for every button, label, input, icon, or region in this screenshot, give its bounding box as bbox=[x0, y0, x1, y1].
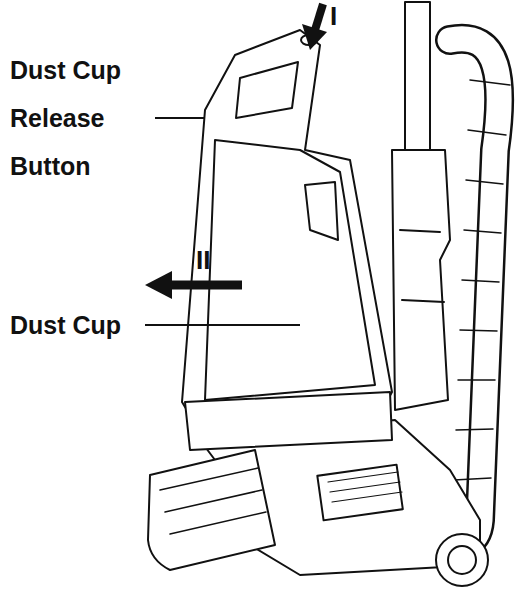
leader-line bbox=[145, 324, 300, 326]
step-number: II bbox=[196, 244, 210, 276]
hose-ribs bbox=[454, 80, 510, 480]
grille bbox=[317, 465, 402, 521]
cup-handle-opening bbox=[236, 62, 298, 118]
cup-panel bbox=[205, 140, 375, 400]
brushroll bbox=[160, 468, 266, 534]
cup-base bbox=[185, 392, 392, 450]
part-label: Dust Cup bbox=[10, 308, 121, 342]
arrow-pull bbox=[145, 271, 242, 299]
leader-line bbox=[155, 117, 205, 119]
part-label: Dust Cup Release Button bbox=[10, 46, 142, 190]
arrow-press bbox=[302, 4, 327, 50]
cup-window bbox=[305, 182, 338, 240]
body-lines bbox=[400, 230, 444, 302]
body-spine bbox=[392, 150, 450, 410]
wheel-hub bbox=[448, 546, 476, 574]
wheel bbox=[436, 534, 488, 586]
step-number: I bbox=[330, 0, 337, 32]
floor-nozzle bbox=[148, 450, 275, 570]
dust-cup bbox=[182, 30, 392, 432]
